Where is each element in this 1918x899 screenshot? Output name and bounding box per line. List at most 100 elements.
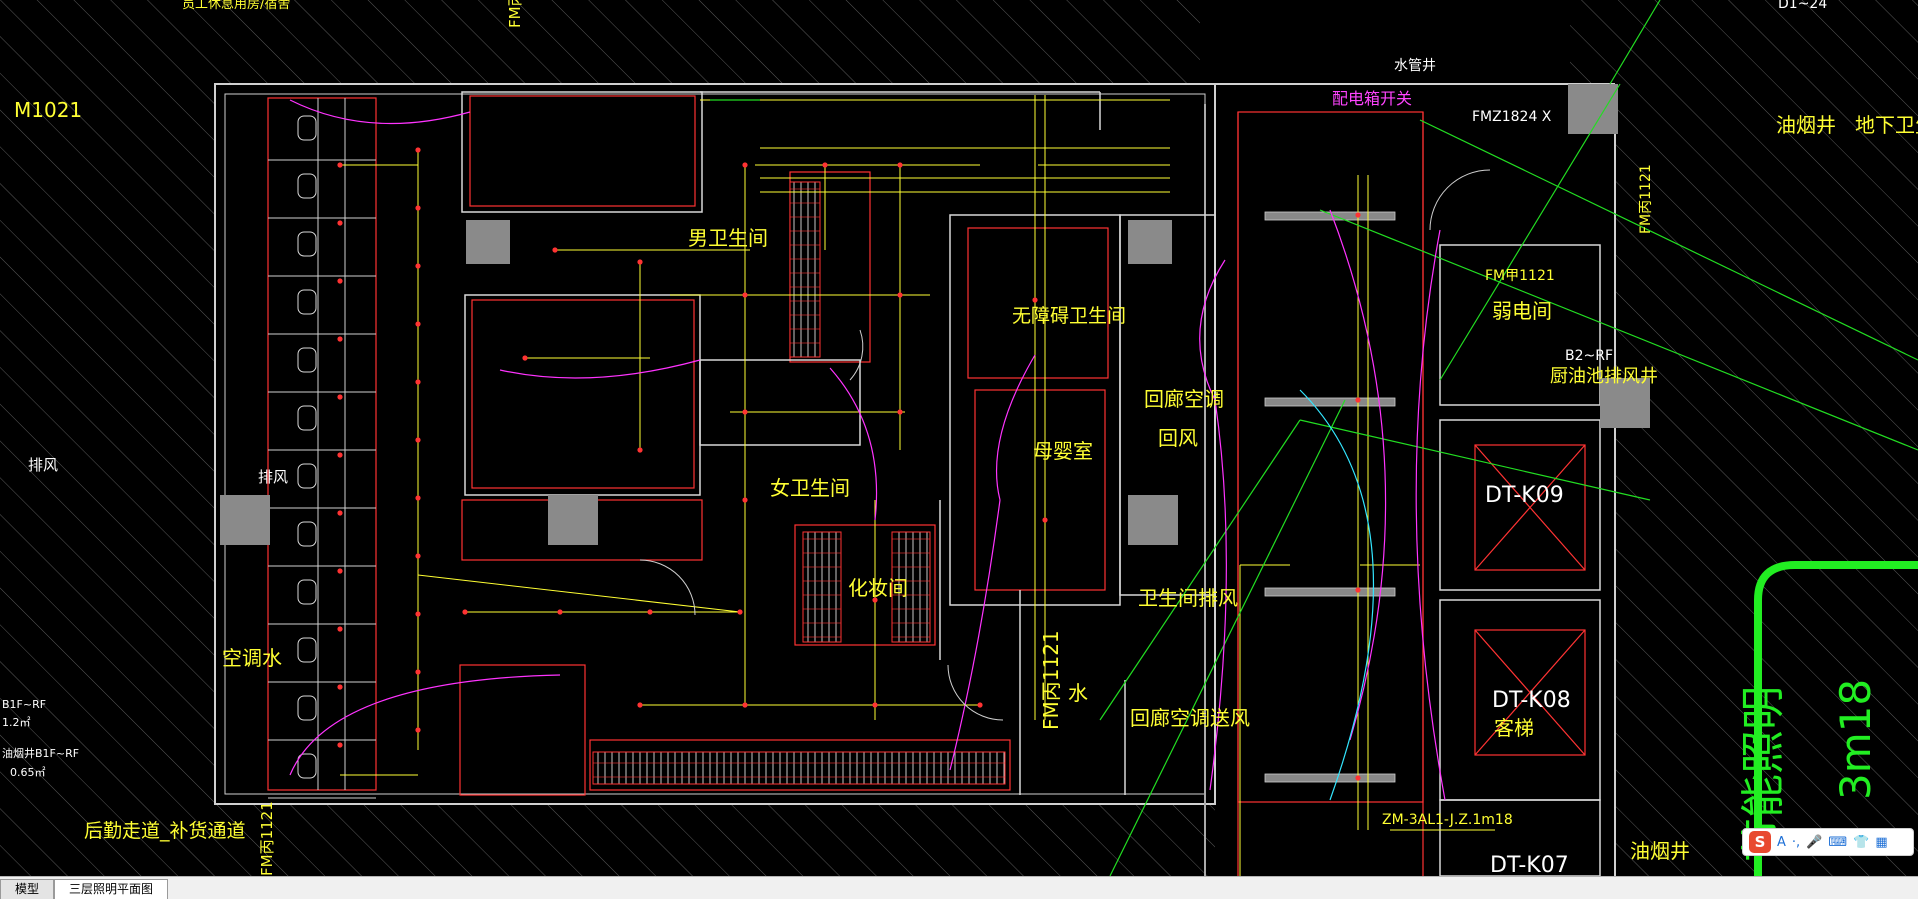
toilet-fixture: [297, 637, 317, 663]
fixture-marker: [337, 452, 343, 458]
ime-keyboard-icon[interactable]: ⌨: [1828, 834, 1848, 850]
label-b1f-rf: B1F~RF: [2, 698, 46, 711]
fixture-marker: [337, 162, 343, 168]
fixture-marker: [415, 379, 421, 385]
toilet-fixture: [297, 463, 317, 489]
ime-skin-icon[interactable]: 👕: [1853, 834, 1870, 850]
corridor-fixture-strip: [592, 751, 1006, 785]
label-circuit-note: ZM-3AL1-J.Z.1m18: [1382, 812, 1513, 828]
building-floor-left: [215, 84, 1215, 804]
ime-voice-icon[interactable]: 🎤: [1806, 834, 1823, 850]
label-weak-current-room: 弱电间: [1492, 299, 1552, 323]
left-stall-column: [267, 97, 377, 791]
duct-crossings: [1264, 211, 1396, 783]
label-service-corridor: 后勤走道_补货通道: [84, 820, 246, 842]
fixture-marker: [415, 553, 421, 559]
fixture-marker: [337, 626, 343, 632]
label-exhaust-left: 排风: [258, 468, 288, 486]
toilet-fixture: [297, 753, 317, 779]
toilet-fixture: [297, 115, 317, 141]
fixture-marker: [822, 162, 828, 168]
ime-toolbar[interactable]: S A ·, 🎤 ⌨ 👕 ▦: [1742, 828, 1914, 856]
label-energy-size: 3m18: [1831, 679, 1880, 800]
label-corridor-ac-return-1: 回廊空调: [1144, 387, 1224, 411]
tab-model[interactable]: 模型: [0, 879, 55, 899]
label-oil-smoke-shaft-2: 油烟井: [1630, 839, 1690, 863]
stall-rows: [268, 115, 376, 799]
fixture-marker: [415, 205, 421, 211]
fixture-marker: [1032, 297, 1038, 303]
cyan-cable: [1299, 389, 1374, 801]
ime-logo-icon[interactable]: S: [1749, 831, 1771, 853]
label-elevator-k08-sub: 客梯: [1494, 716, 1534, 740]
fixture-marker: [462, 609, 468, 615]
fixture-marker: [415, 495, 421, 501]
label-underground-toilet: 地下卫生间: [1855, 113, 1918, 137]
label-elevator-k08: DT-K08: [1492, 688, 1571, 713]
label-elevator-k09: DT-K09: [1485, 483, 1564, 508]
fixture-marker: [1355, 775, 1361, 781]
toilet-fixture: [297, 173, 317, 199]
lighting-circuits: [340, 95, 1495, 876]
fixture-marker: [742, 162, 748, 168]
cad-drawing-canvas[interactable]: 男卫生间 女卫生间 无障碍卫生间 母婴室 化妆间 回廊空调 回风 卫生间排风 回…: [0, 0, 1918, 876]
label-corridor-ac-return-2: 回风: [1158, 426, 1198, 450]
label-top-right-code: D1~24: [1778, 0, 1827, 12]
label-dressing-room: 化妆间: [848, 576, 908, 600]
tab-third-floor-lighting-plan[interactable]: 三层照明平面图: [54, 879, 169, 899]
ime-mode-toggle[interactable]: A: [1777, 834, 1786, 850]
label-corridor-ac-supply: 回廊空调送风: [1130, 706, 1250, 730]
label-fmc1121-right: FM丙1121: [1638, 164, 1654, 234]
fixture-marker: [337, 742, 343, 748]
toilet-fixture: [297, 695, 317, 721]
label-ac-water: 空调水: [222, 646, 282, 670]
fixture-marker: [415, 727, 421, 733]
label-men-toilet: 男卫生间: [688, 226, 768, 250]
fixture-marker: [337, 278, 343, 284]
fixture-marker: [977, 702, 983, 708]
structural-columns: [220, 84, 1650, 545]
fixture-marker: [337, 684, 343, 690]
fixture-marker: [415, 321, 421, 327]
energy-zone-frame: [1754, 561, 1918, 876]
fixture-marker: [742, 409, 748, 415]
fixture-marker: [522, 355, 528, 361]
label-door-m1021: M1021: [14, 98, 82, 122]
label-door-fm-c1121: FM丙1121: [1039, 630, 1063, 730]
fixture-marker: [742, 292, 748, 298]
dressing-fixture-left: [802, 531, 842, 643]
label-fire-breaker: 配电箱开关: [1332, 89, 1412, 108]
building-floor-right: [1215, 84, 1615, 876]
fixture-marker: [552, 247, 558, 253]
fixture-marker: [1042, 517, 1048, 523]
ime-toolbox-icon[interactable]: ▦: [1875, 834, 1888, 850]
fixture-marker: [637, 259, 643, 265]
fixture-marker: [742, 702, 748, 708]
fixture-marker: [415, 669, 421, 675]
label-fire-pipe: 水管井: [1394, 58, 1436, 74]
fixture-marker: [415, 437, 421, 443]
green-wiring: [710, 0, 1918, 876]
fixture-marker: [872, 597, 878, 603]
fixture-marker: [557, 609, 563, 615]
fixture-marker: [742, 497, 748, 503]
ime-punct-toggle[interactable]: ·,: [1791, 834, 1801, 850]
fixture-marker: [1355, 587, 1361, 593]
door-arcs: [639, 169, 1491, 721]
fixture-marker: [1355, 397, 1361, 403]
label-b2rf: B2~RF: [1565, 348, 1613, 364]
fixture-marker: [637, 447, 643, 453]
label-mother-baby: 母婴室: [1033, 439, 1093, 463]
fixture-marker: [897, 409, 903, 415]
toilet-fixture: [297, 521, 317, 547]
fixture-markers: [337, 147, 1361, 781]
fixture-marker: [337, 394, 343, 400]
toilet-fixture: [297, 289, 317, 315]
label-door-fmz1824: FMZ1824 X: [1472, 109, 1552, 125]
label-kitchen-exhaust: 厨油池排风井: [1550, 366, 1658, 387]
toilet-fixture: [297, 579, 317, 605]
center-fixture-strip: [789, 181, 821, 358]
label-oil-smoke-shaft-1: 油烟井: [1776, 113, 1836, 137]
elevator-shafts: [1474, 444, 1586, 756]
label-b1f-rf-3: 油烟井B1F~RF: [2, 746, 79, 760]
